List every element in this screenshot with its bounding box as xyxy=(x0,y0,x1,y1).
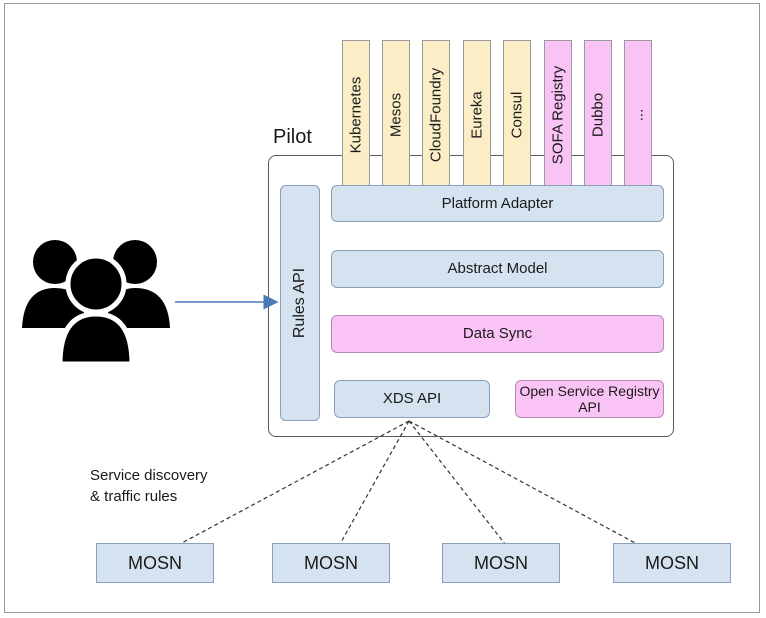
users-group-icon xyxy=(22,240,170,366)
caption-line-2: & traffic rules xyxy=(90,488,178,505)
mosn-label: MOSN xyxy=(304,552,358,573)
mosn-label: MOSN xyxy=(128,552,182,573)
adapter-tab-dubbo: Dubbo xyxy=(584,40,612,186)
adapter-tab-more: ... xyxy=(624,40,652,186)
data-sync-label: Data Sync xyxy=(462,325,533,342)
open-service-registry-api-label: Open Service Registry API xyxy=(519,383,660,415)
abstract-model-label: Abstract Model xyxy=(447,260,548,277)
adapter-tab-consul: Consul xyxy=(503,40,531,186)
platform-adapter-label: Platform Adapter xyxy=(441,194,554,212)
mosn-node-2: MOSN xyxy=(272,543,390,583)
platform-adapter-bar: Platform Adapter xyxy=(331,185,664,222)
mosn-node-4: MOSN xyxy=(613,543,731,583)
adapter-tab-mesos: Mesos xyxy=(382,40,410,186)
adapter-tab-sofa-registry: SOFA Registry xyxy=(544,40,572,186)
mosn-node-3: MOSN xyxy=(442,543,560,583)
adapter-tab-eureka: Eureka xyxy=(463,40,491,186)
service-discovery-caption: Service discovery & traffic rules xyxy=(90,465,208,507)
data-sync-bar: Data Sync xyxy=(331,315,664,353)
xds-api-box: XDS API xyxy=(334,380,490,418)
mosn-label: MOSN xyxy=(645,552,699,573)
open-service-registry-api-box: Open Service Registry API xyxy=(515,380,664,418)
pilot-title: Pilot xyxy=(273,126,312,148)
caption-line-1: Service discovery xyxy=(90,467,208,484)
mosn-label: MOSN xyxy=(474,552,528,573)
link-mosn-1 xyxy=(179,420,410,545)
adapter-tab-kubernetes: Kubernetes xyxy=(342,40,370,186)
service-discovery-links xyxy=(179,420,638,545)
abstract-model-bar: Abstract Model xyxy=(331,250,664,288)
link-mosn-3 xyxy=(408,420,506,545)
rules-api-box: Rules API xyxy=(280,185,320,421)
link-mosn-2 xyxy=(339,420,410,545)
xds-api-label: XDS API xyxy=(382,390,442,407)
link-mosn-4 xyxy=(408,420,638,545)
mosn-node-1: MOSN xyxy=(96,543,214,583)
